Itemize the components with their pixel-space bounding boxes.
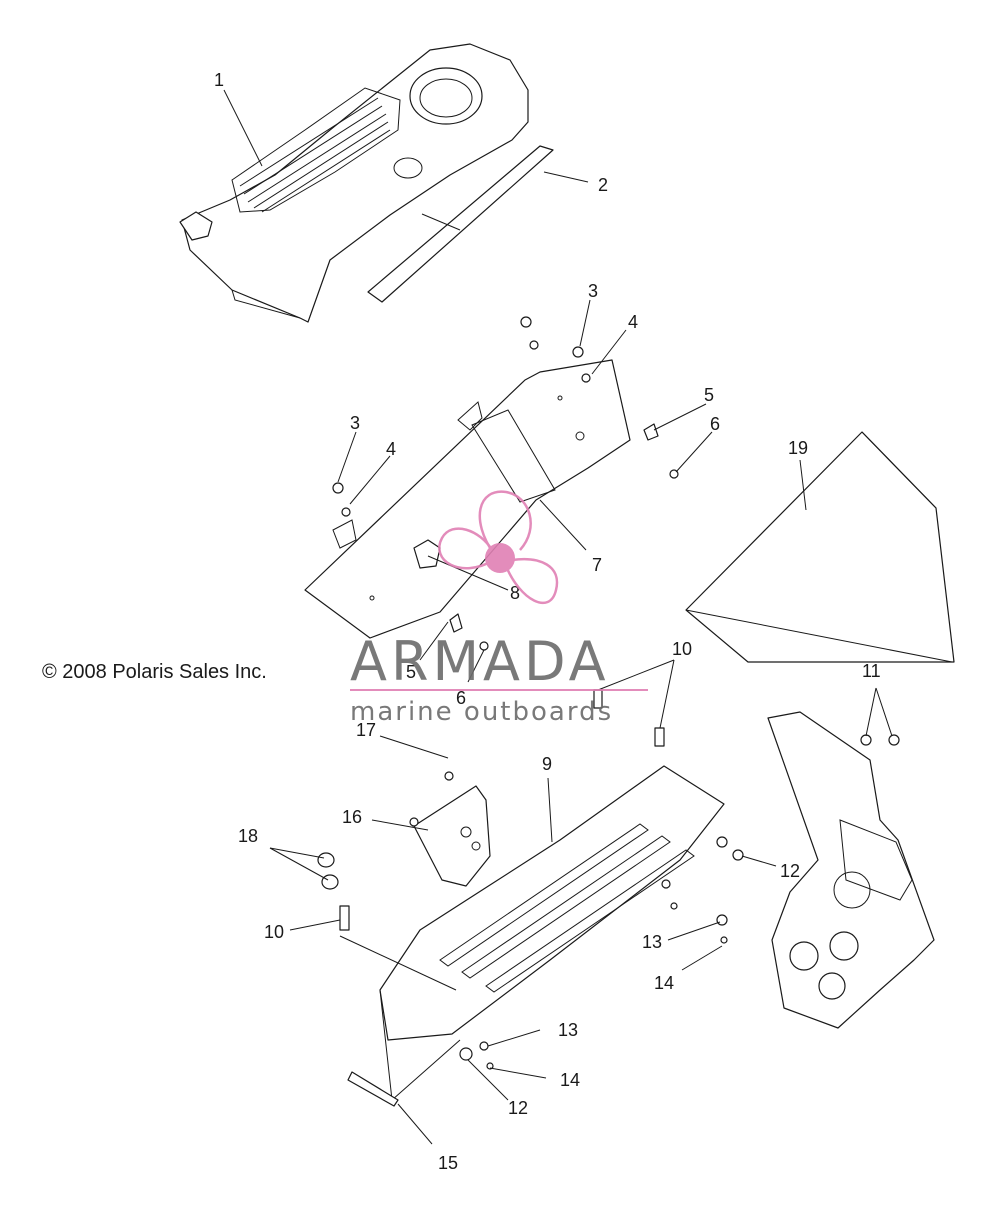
callout-15: 15 — [438, 1153, 458, 1173]
leader-lines — [223, 89, 893, 1145]
callout-8: 8 — [510, 583, 520, 603]
callout-13: 13 — [558, 1020, 578, 1040]
foam-block-part — [685, 431, 955, 663]
callout-14: 14 — [654, 973, 674, 993]
watermark-rule — [350, 689, 648, 691]
callout-19: 19 — [788, 438, 808, 458]
copyright-notice: © 2008 Polaris Sales Inc. — [42, 661, 267, 683]
armada-watermark: ARMADA marine outboards — [350, 490, 648, 727]
callout-4: 4 — [386, 439, 396, 459]
upper-panel-part — [304, 359, 631, 639]
callout-11: 11 — [862, 661, 881, 681]
callout-14: 14 — [560, 1070, 580, 1090]
rear-cover-part — [179, 43, 529, 323]
callout-10: 10 — [672, 639, 692, 659]
callout-16: 16 — [342, 807, 362, 827]
callout-12: 12 — [780, 861, 800, 881]
callout-9: 9 — [542, 754, 552, 774]
callout-13: 13 — [642, 932, 662, 952]
plate-part — [347, 1071, 399, 1107]
callout-18: 18 — [238, 826, 258, 846]
side-housing-part — [767, 711, 935, 1029]
callout-10: 10 — [264, 922, 284, 942]
callout-6: 6 — [456, 688, 466, 708]
latch-part — [413, 539, 441, 569]
callout-3: 3 — [588, 281, 598, 301]
propeller-logo-icon — [438, 490, 559, 604]
callout-5: 5 — [406, 662, 416, 682]
callout-2: 2 — [598, 175, 608, 195]
strip-part — [367, 145, 554, 303]
watermark-title: ARMADA — [350, 630, 610, 693]
callout-12: 12 — [508, 1098, 528, 1118]
callout-5: 5 — [704, 385, 714, 405]
callout-7: 7 — [592, 555, 602, 575]
callout-17: 17 — [356, 720, 376, 740]
callout-1: 1 — [214, 70, 224, 90]
callout-labels: 1 2 3 4 3 4 5 6 19 7 8 5 6 10 11 17 9 16… — [214, 70, 881, 1173]
floor-tray-part — [379, 765, 725, 1102]
bracket-part — [413, 785, 491, 887]
callout-4: 4 — [628, 312, 638, 332]
callout-6: 6 — [710, 414, 720, 434]
watermark-subtitle: marine outboards — [350, 697, 613, 727]
callout-3: 3 — [350, 413, 360, 433]
